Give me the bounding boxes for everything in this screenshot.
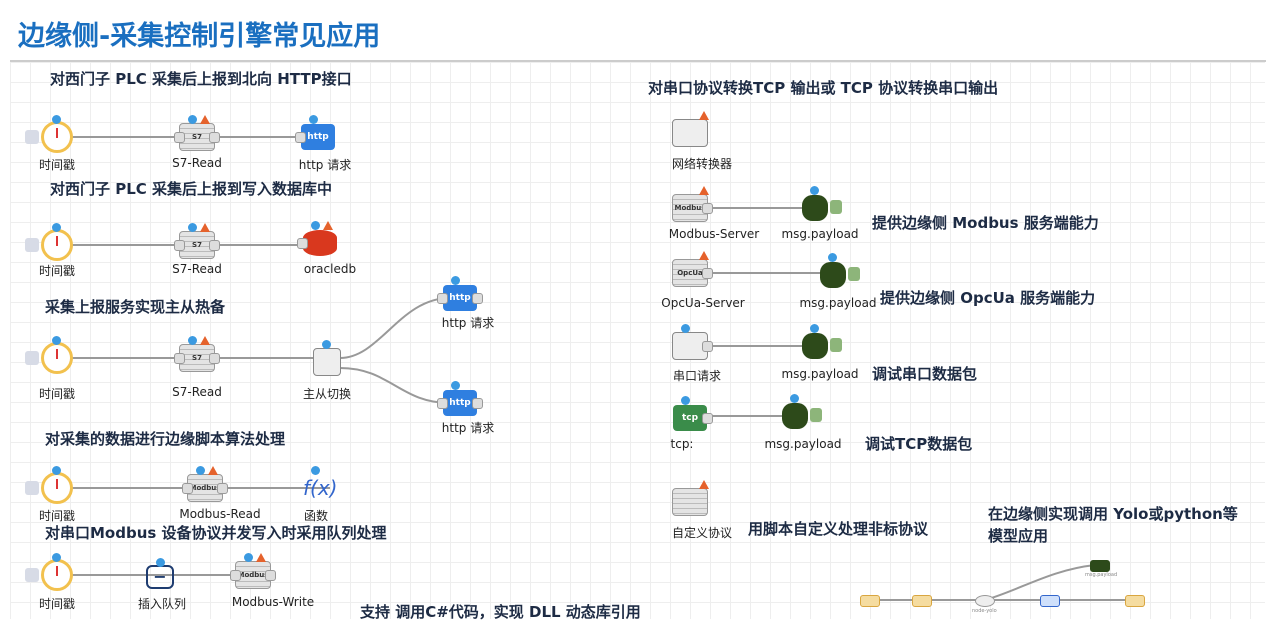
stopwatch-icon[interactable]: [41, 336, 73, 374]
modbus-server-desc: 提供边缘侧 Modbus 服务端能力: [872, 214, 1099, 232]
converter-icon[interactable]: [672, 111, 709, 147]
bug-icon[interactable]: [802, 324, 842, 359]
node-label: http 请求: [441, 316, 495, 330]
flow-canvas: [10, 62, 1265, 619]
serial-port-icon[interactable]: [672, 324, 713, 360]
stopwatch-icon[interactable]: [41, 466, 73, 504]
plc-icon[interactable]: OpcUa: [672, 251, 713, 287]
node-label: tcp:: [670, 437, 694, 451]
function-icon[interactable]: f(x): [303, 466, 337, 501]
plc-icon[interactable]: S7: [174, 336, 220, 372]
plc-icon[interactable]: [672, 480, 709, 516]
mini-node[interactable]: [860, 595, 880, 607]
stopwatch-icon[interactable]: [41, 553, 73, 591]
node-label: S7-Read: [172, 156, 222, 170]
inject-button[interactable]: [25, 351, 39, 365]
node-label: 插入队列: [137, 597, 187, 611]
converter-heading: 对串口协议转换TCP 输出或 TCP 协议转换串口输出: [648, 79, 999, 97]
node-label: 主从切换: [302, 387, 352, 401]
node-label: 时间戳: [38, 387, 76, 401]
node-label: msg.payload: [781, 227, 859, 241]
page-title: 边缘侧-采集控制引擎常见应用: [18, 21, 381, 52]
divider: [10, 60, 1266, 62]
tcp-icon[interactable]: tcp: [673, 396, 713, 431]
flow2-heading: 对西门子 PLC 采集后上报到写入数据库中: [50, 180, 333, 198]
node-label: Modbus-Write: [231, 595, 315, 609]
node-label: 时间戳: [38, 264, 76, 278]
node-label: S7-Read: [172, 385, 222, 399]
node-label: 串口请求: [672, 369, 722, 383]
flow3-heading: 采集上报服务实现主从热备: [45, 298, 226, 316]
node-label: OpcUa-Server: [661, 296, 745, 310]
node-label: S7-Read: [172, 262, 222, 276]
yolo-flow-thumbnail: node-yolo msg.payload: [850, 560, 1250, 615]
node-label: msg.payload: [781, 367, 859, 381]
http-request-icon[interactable]: http: [437, 276, 483, 311]
node-label: 时间戳: [38, 158, 76, 172]
inject-button[interactable]: [25, 238, 39, 252]
bug-icon[interactable]: [782, 394, 822, 429]
queue-icon[interactable]: −: [146, 558, 174, 589]
switch-icon[interactable]: [313, 340, 341, 376]
mini-label: msg.payload: [1085, 572, 1118, 578]
flow4-heading: 对采集的数据进行边缘脚本算法处理: [45, 430, 286, 448]
node-label: Modbus-Server: [668, 227, 760, 241]
bug-icon[interactable]: [820, 253, 860, 288]
plc-icon[interactable]: Modbus: [182, 466, 228, 502]
inject-button[interactable]: [25, 481, 39, 495]
serial-debug-desc: 调试串口数据包: [872, 365, 978, 383]
node-label: 时间戳: [38, 597, 76, 611]
node-label: Modbus-Read: [179, 507, 261, 521]
node-label: http 请求: [298, 158, 352, 172]
node-label: 函数: [303, 509, 329, 523]
node-label: msg.payload: [799, 296, 877, 310]
yolo-heading: 在边缘侧实现调用 Yolo或python等: [988, 505, 1238, 523]
mini-node[interactable]: [975, 595, 995, 607]
node-label: oracledb: [303, 262, 357, 276]
inject-button[interactable]: [25, 130, 39, 144]
mini-label: node-yolo: [972, 608, 997, 614]
http-request-icon[interactable]: http: [437, 381, 483, 416]
inject-button[interactable]: [25, 568, 39, 582]
mini-node[interactable]: [1125, 595, 1145, 607]
mini-node[interactable]: [912, 595, 932, 607]
mini-node[interactable]: [1040, 595, 1060, 607]
stopwatch-icon[interactable]: [41, 115, 73, 153]
stopwatch-icon[interactable]: [41, 223, 73, 261]
bug-icon[interactable]: [802, 186, 842, 221]
plc-icon[interactable]: Modbus: [672, 186, 713, 222]
yolo-heading-2: 模型应用: [988, 527, 1049, 545]
node-label: 时间戳: [38, 509, 76, 523]
http-request-icon[interactable]: http: [295, 115, 335, 150]
node-label: http 请求: [441, 421, 495, 435]
flow5-heading: 对串口Modbus 设备协议并发写入时采用队列处理: [45, 524, 387, 542]
opcua-server-desc: 提供边缘侧 OpcUa 服务端能力: [880, 289, 1096, 307]
node-label: 网络转换器: [671, 157, 733, 171]
plc-icon[interactable]: S7: [174, 223, 220, 259]
custom-protocol-desc: 用脚本自定义处理非标协议: [748, 520, 929, 538]
flow1-heading: 对西门子 PLC 采集后上报到北向 HTTP接口: [50, 70, 352, 88]
plc-icon[interactable]: S7: [174, 115, 220, 151]
bug-icon[interactable]: [1090, 560, 1110, 572]
database-icon[interactable]: [297, 221, 337, 256]
plc-icon[interactable]: Modbus: [230, 553, 276, 589]
node-label: 自定义协议: [671, 526, 733, 540]
node-label: msg.payload: [764, 437, 842, 451]
tcp-debug-desc: 调试TCP数据包: [865, 435, 973, 453]
dll-support-text: 支持 调用C#代码，实现 DLL 动态库引用: [360, 603, 641, 621]
